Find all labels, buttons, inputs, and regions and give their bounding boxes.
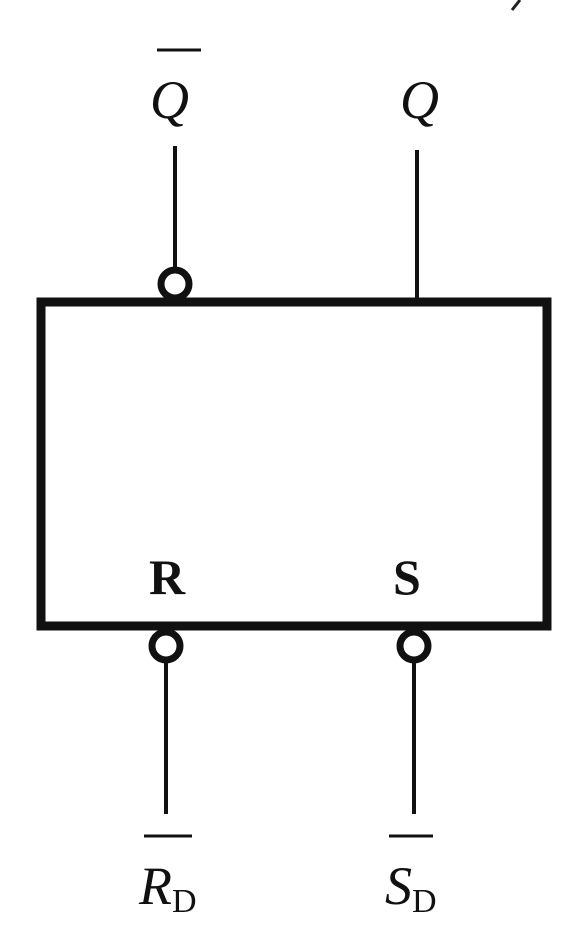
q-label: Q [400, 70, 439, 130]
reset-signal-label: RD [138, 856, 197, 920]
output-q-bar: Q [150, 48, 201, 302]
set-signal-subscript: D [412, 883, 437, 920]
q-bar-label: Q [150, 70, 189, 130]
scan-mark [510, 0, 522, 11]
q-bar-inversion-bubble [157, 266, 193, 302]
input-set: SD [385, 628, 437, 920]
flip-flop-body [36, 297, 552, 631]
reset-inversion-bubble [148, 628, 184, 664]
pin-label-r: R [149, 549, 186, 605]
reset-signal-subscript: D [172, 883, 197, 920]
set-inversion-bubble [396, 628, 432, 664]
set-signal-label: SD [385, 856, 437, 920]
pin-label-s: S [393, 549, 421, 605]
input-reset: RD [138, 628, 197, 920]
reset-signal-symbol: R [138, 856, 172, 916]
set-signal-symbol: S [385, 856, 412, 916]
output-q: Q [400, 70, 439, 300]
